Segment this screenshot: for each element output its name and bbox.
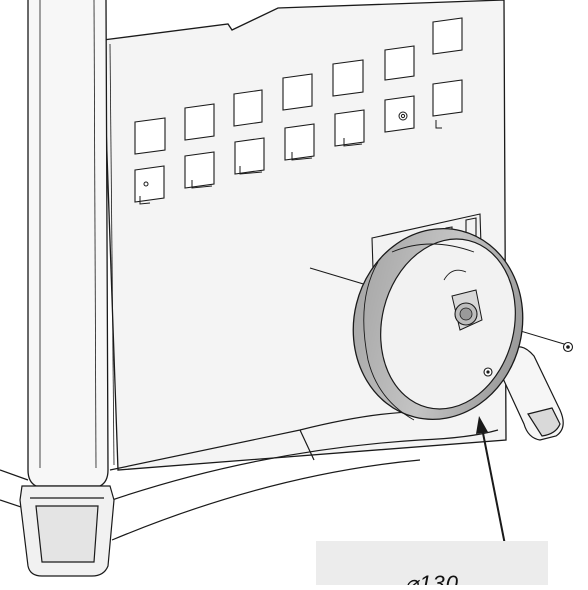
dimension-label: ⌀130 — [405, 571, 459, 585]
left-frame-post — [27, 0, 109, 487]
dimension-callout-box: ⌀130 — [316, 541, 548, 585]
screw-icon-center — [483, 367, 493, 377]
knockout-details — [139, 111, 442, 205]
left-foot — [19, 485, 115, 577]
callout-leader-arrow — [476, 416, 509, 561]
knockout-grid — [134, 17, 463, 203]
right-leg — [499, 346, 564, 441]
ring-adapter — [352, 228, 524, 421]
screw-icon-right — [562, 341, 574, 353]
